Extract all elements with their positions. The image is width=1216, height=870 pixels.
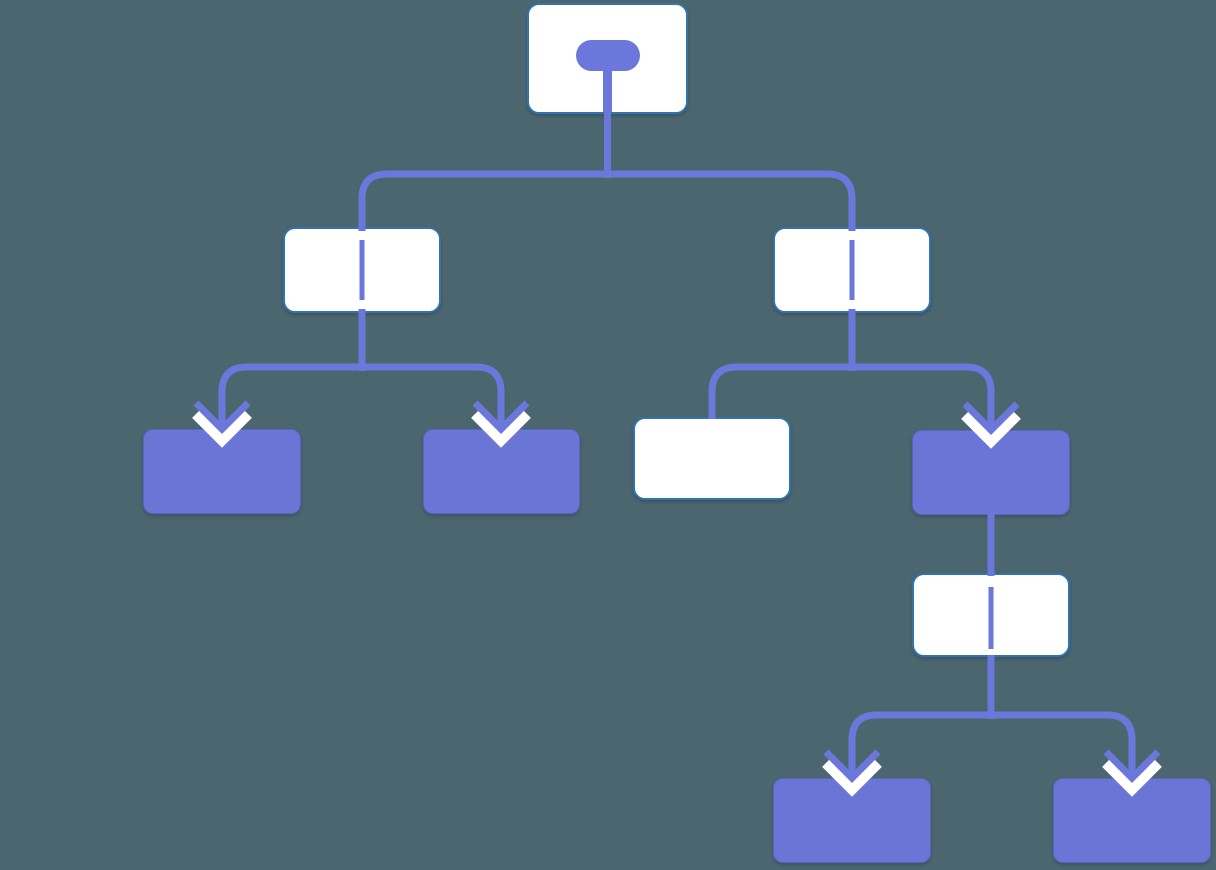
edge-connector-card-to-children [848,655,1136,773]
drop-target-3[interactable] [912,430,1070,515]
pill-node-icon [576,40,640,112]
edge-root-to-branches [358,110,856,231]
empty-card-node[interactable] [633,417,791,500]
drop-target-4[interactable] [773,778,931,863]
connector-card-node[interactable] [912,573,1070,657]
root-node[interactable] [527,3,688,114]
insertion-bar-icon [988,587,994,649]
branch-node-right[interactable] [773,227,931,313]
branch-node-left[interactable] [283,227,441,313]
insertion-bar-icon [849,240,855,300]
insertion-bar-icon [359,240,365,300]
drop-target-1[interactable] [143,429,301,514]
edge-branch-left-to-children [218,309,505,424]
drop-target-2[interactable] [423,429,580,514]
drop-target-5[interactable] [1053,778,1211,863]
edge-branch-right-to-children [708,309,995,425]
